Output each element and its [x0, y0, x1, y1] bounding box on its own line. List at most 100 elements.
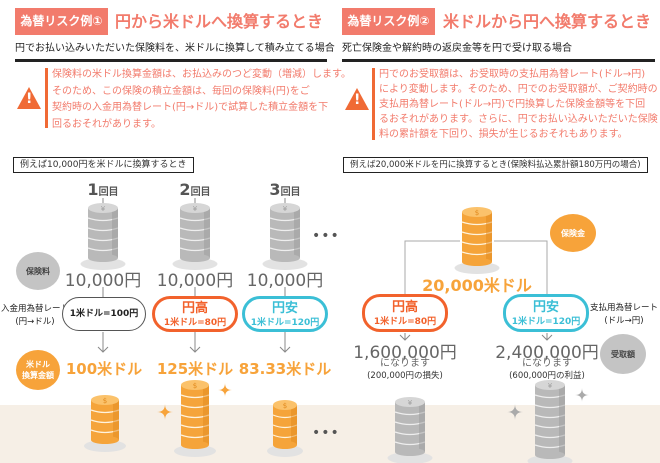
sparkle-icon [507, 404, 523, 420]
received-bubble: 受取額 [600, 334, 646, 374]
yen-icon: ¥ [101, 205, 106, 213]
line: 米ドル [26, 360, 50, 369]
coin-shade [204, 208, 210, 258]
risk-badge-2: 為替リスク例② [342, 8, 435, 35]
connector-line [404, 240, 460, 294]
coin-bottom [270, 254, 300, 262]
coin-shadow [80, 258, 126, 270]
rate-box-weak-yen: 円安 1米ドル=120円 [503, 294, 589, 332]
dollar-icon: $ [103, 397, 107, 405]
ellipsis-bottom: ••• [312, 425, 340, 441]
left-title: 円から米ドルへ換算するとき [115, 12, 324, 31]
coin-bottom [88, 254, 118, 262]
sparkle-icon [575, 388, 589, 402]
coin-bottom [181, 441, 209, 449]
coin-top [181, 380, 209, 390]
head: 円安 [532, 300, 559, 315]
coin-shadow [174, 445, 216, 457]
received-yen-strong: 1,600,000円 [353, 343, 457, 363]
coin-shade [113, 400, 119, 440]
line: (ドル→円) [604, 316, 644, 326]
line: 支払用為替レート [590, 303, 659, 313]
warning-line: 回るおそれがあります。 [52, 118, 161, 130]
head: 円高 [181, 301, 208, 316]
installment-3: 3回目 [255, 180, 315, 199]
note: になります [380, 358, 430, 369]
head: 円安 [271, 301, 298, 316]
coin-shade [291, 405, 297, 445]
num: 3 [269, 180, 281, 199]
coin-shadow [267, 445, 303, 457]
coin-shadow [454, 262, 500, 274]
right-title: 米ドルから円へ換算するとき [443, 12, 652, 31]
coin-shade [294, 208, 300, 258]
loss-label: (200,000円の損失) [367, 371, 443, 381]
suffix: 回目 [190, 187, 211, 198]
right-subtitle: 死亡保険金や解約時の返戻金等を円で受け取る場合 [342, 43, 572, 54]
rate-box-strong-yen: 円高 1米ドル=80円 [152, 296, 238, 332]
converted-bubble: 米ドル換算金額 [16, 350, 60, 390]
rate: 1米ドル=80円 [373, 317, 437, 327]
sparkle-icon [157, 404, 173, 420]
coin-shadow [387, 452, 433, 463]
warning-line: そのため、この保険の積立金額は、毎回の保険料(円)をご [52, 85, 310, 97]
warning-line: 円でのお受取額は、お受取時の支払用為替レート(ドル→円) [379, 69, 646, 80]
sparkle-icon [218, 383, 232, 397]
num: 1 [87, 180, 99, 199]
yen-icon: ¥ [193, 205, 198, 213]
warning-line: 支払用為替レート(ドル→円)で円換算した保険金額等を下回 [379, 99, 646, 110]
right-warning: 円でのお受取額は、お受取時の支払用為替レート(ドル→円) により変動します。その… [379, 67, 658, 142]
payout-rate-label: 支払用為替レート (ドル→円) [590, 302, 658, 328]
left-subtitle: 円でお払い込みいただいた保険料を、米ドルに換算して積み立てる場合 [15, 43, 335, 54]
arrow-head [279, 346, 291, 353]
dollar-icon: $ [283, 402, 287, 410]
rate-box-neutral: 1米ドル=100円 [62, 297, 146, 331]
coin-shadow [172, 258, 218, 270]
received-yen-weak: 2,400,000円 [495, 343, 599, 363]
ellipsis: ••• [312, 228, 340, 244]
coin-shadow [262, 258, 308, 270]
warning-line: により変動します。そのため、円でのお受取額が、ご契約時の [379, 84, 658, 95]
yen-icon: ¥ [283, 205, 288, 213]
coin-shadow [84, 440, 126, 452]
amount-2: 125米ドル [156, 360, 234, 378]
rate-box-strong-yen: 円高 1米ドル=80円 [362, 294, 448, 332]
installment-1: 1回目 [73, 180, 133, 199]
warning-line: 保険料の米ドル換算金額は、お払込みのつど変動（増減）します。 [52, 69, 351, 80]
deposit-rate-label: 入金用為替レート(円→ドル) [0, 303, 70, 329]
benefit-bubble: 保険金 [550, 214, 596, 252]
suffix: 回目 [280, 187, 301, 198]
yen-icon: ¥ [408, 399, 413, 407]
coin-top [395, 397, 425, 407]
profit-label: (600,000円の利益) [509, 371, 585, 381]
amount-1: 100米ドル [65, 360, 143, 378]
coin-top [535, 380, 565, 390]
coin-shade [112, 208, 118, 258]
amount-3: 83.33米ドル [238, 360, 332, 378]
rate: 1米ドル=120円 [250, 318, 320, 328]
premium-1: 10,000円 [64, 271, 142, 291]
divider [15, 59, 327, 62]
warning-line: るおそれがあります。さらに、円でお払い込みいただいた保険 [379, 114, 658, 125]
rate: 1米ドル=100円 [69, 309, 139, 319]
arrow-head [97, 346, 109, 353]
coin-bottom [91, 436, 119, 444]
premium-3: 10,000円 [246, 271, 324, 291]
rate-box-weak-yen: 円安 1米ドル=120円 [242, 296, 328, 332]
left-example-label: 例えば10,000円を米ドルに換算するとき [13, 157, 194, 173]
premium-2: 10,000円 [156, 271, 234, 291]
rate: 1米ドル=120円 [511, 317, 581, 327]
rate: 1米ドル=80円 [163, 318, 227, 328]
head: 円高 [391, 300, 418, 315]
warning-icon: ! [345, 88, 369, 110]
coin-top [91, 395, 119, 405]
warning-icon: ! [17, 87, 41, 109]
divider [342, 59, 655, 62]
risk-badge-1: 為替リスク例① [15, 8, 108, 35]
dollar-icon: $ [193, 382, 197, 390]
line: 入金用為替レート [0, 304, 69, 314]
coin-top [462, 207, 492, 217]
coin-top [270, 203, 300, 213]
coin-bottom [535, 451, 565, 459]
